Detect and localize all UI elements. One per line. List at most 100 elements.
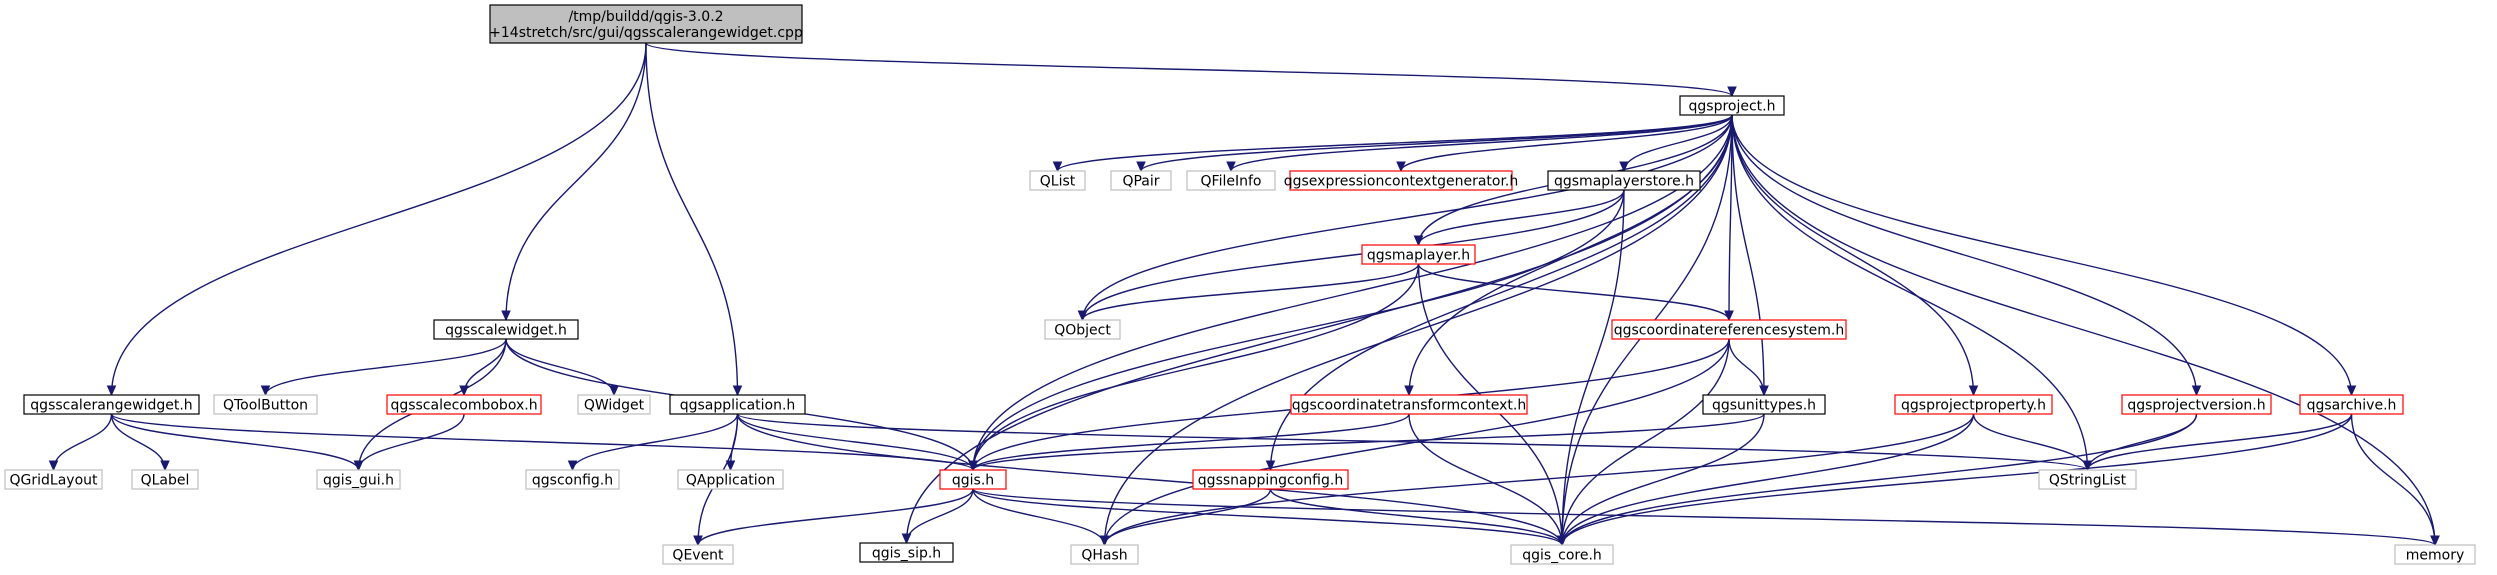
arrowhead-unittypes-to-qgish — [968, 460, 978, 472]
node-qpair: QPair — [1110, 170, 1172, 191]
edge-application-to-qgsconfig — [571, 413, 739, 471]
node-scalewidget[interactable]: qgsscalewidget.h — [433, 319, 579, 340]
edge-application-to-qgiscore — [736, 413, 1563, 546]
edge-maplayer-to-qobject — [1081, 263, 1420, 321]
node-qlabel: QLabel — [131, 469, 199, 490]
edge-maplayerstore-to-qobject — [1081, 189, 1625, 321]
edge-maplayerstore-to-qgish — [972, 189, 1625, 471]
edge-snapping-to-qgiscore — [1269, 488, 1563, 546]
node-snapping[interactable]: qgssnappingconfig.h — [1192, 469, 1349, 490]
node-box-snapping — [1192, 469, 1349, 490]
edge-layer — [48, 42, 2440, 547]
node-archive[interactable]: qgsarchive.h — [2299, 394, 2404, 415]
edge-project-to-projprop — [1731, 114, 1975, 396]
edge-project-to-qlist — [1056, 114, 1733, 172]
edge-project-to-archive — [1731, 114, 2353, 396]
node-label-qgridlayout: QGridLayout — [10, 473, 99, 489]
node-maplayerstore[interactable]: qgsmaplayerstore.h — [1547, 170, 1701, 191]
node-box-qgsconfig — [525, 469, 620, 490]
node-label-snapping: qgssnappingconfig.h — [1198, 473, 1343, 489]
arrowhead-application-to-qgsconfig — [567, 460, 578, 472]
arrowhead-project-to-projprop — [1968, 385, 1979, 397]
node-qgish[interactable]: qgis.h — [939, 469, 1007, 490]
node-qevent: QEvent — [662, 544, 734, 565]
arrowhead-project-to-qlist — [1052, 161, 1063, 173]
node-project[interactable]: qgsproject.h — [1679, 95, 1785, 116]
arrowhead-maplayer-to-crs — [1724, 310, 1734, 322]
node-box-qapplication — [677, 469, 784, 490]
edge-application-to-qgish — [736, 413, 974, 471]
edge-qgish-to-qevent — [697, 488, 974, 546]
arrowhead-archive-to-qstringlist — [2082, 460, 2093, 472]
node-transformctx[interactable]: qgscoordinatetransformcontext.h — [1290, 394, 1528, 415]
node-label-project: qgsproject.h — [1689, 99, 1776, 115]
node-maplayer[interactable]: qgsmaplayer.h — [1361, 244, 1476, 265]
node-label-qgsconfig: qgsconfig.h — [532, 473, 613, 489]
arrowhead-qgish-to-gissip — [901, 533, 912, 545]
node-label-qobject: QObject — [1054, 323, 1111, 339]
node-box-crs — [1611, 319, 1847, 340]
edge-crs-to-unittypes — [1728, 338, 1765, 396]
edge-crs-to-qgiscore — [1561, 338, 1730, 546]
edge-maplayer-to-qgish — [972, 263, 1420, 471]
edge-projver-to-qstringlist — [2086, 413, 2198, 471]
node-label-gissip: qgis_sip.h — [872, 546, 941, 562]
node-qhash: QHash — [1070, 544, 1139, 565]
node-box-exprctx — [1289, 170, 1513, 191]
node-label-memory: memory — [2406, 548, 2465, 564]
edge-projver-to-qgiscore — [1561, 413, 2198, 546]
node-application[interactable]: qgsapplication.h — [669, 394, 806, 415]
node-label-unittypes: qgsunittypes.h — [1712, 398, 1816, 414]
edge-qgish-to-qhash — [972, 488, 1106, 546]
node-exprctx[interactable]: qgsexpressioncontextgenerator.h — [1284, 170, 1519, 191]
edge-project-to-qfileinfo — [1230, 114, 1733, 172]
node-box-qlist — [1029, 170, 1086, 191]
edge-scalerange-to-qgridlayout — [52, 413, 113, 471]
edge-archive-to-qgiscore — [1561, 413, 2353, 546]
edge-archive-to-qstringlist — [2086, 413, 2353, 471]
node-projver[interactable]: qgsprojectversion.h — [2121, 394, 2272, 415]
edge-project-to-qgish — [972, 114, 1733, 471]
node-scalecombo[interactable]: qgsscalecombobox.h — [386, 394, 542, 415]
arrowhead-application-to-qapplication — [725, 460, 736, 472]
node-crs[interactable]: qgscoordinatereferencesystem.h — [1611, 319, 1847, 340]
arrowhead-root-to-scalerange — [106, 385, 117, 397]
arrowhead-qgish-to-memory — [2430, 535, 2440, 547]
edge-projprop-to-qgiscore — [1561, 413, 1975, 546]
edge-qgish-to-memory — [972, 488, 2436, 546]
node-label-qpair: QPair — [1122, 174, 1159, 190]
arrowhead-scalerange-to-qgridlayout — [48, 460, 59, 472]
node-root[interactable]: /tmp/buildd/qgis-3.0.2+14stretch/src/gui… — [489, 4, 803, 44]
edge-transformctx-to-qgish — [972, 413, 1410, 471]
node-qstringlist: QStringList — [2038, 469, 2137, 490]
node-projprop[interactable]: qgsprojectproperty.h — [1894, 394, 2053, 415]
node-box-qobject — [1044, 319, 1121, 340]
node-box-memory — [2394, 544, 2476, 565]
node-label-qstringlist: QStringList — [2049, 473, 2127, 489]
node-unittypes[interactable]: qgsunittypes.h — [1702, 394, 1826, 415]
node-box-projprop — [1894, 394, 2053, 415]
edge-project-to-projver — [1731, 114, 2198, 396]
edge-crs-to-qhash — [1103, 338, 1730, 546]
node-label-qgisgui: qgis_gui.h — [323, 473, 394, 489]
edge-project-to-gissip — [905, 114, 1733, 544]
node-box-qtoolbutton — [213, 394, 318, 415]
edge-unittypes-to-qgiscore — [1561, 413, 1765, 546]
node-label-scalewidget: qgsscalewidget.h — [445, 323, 567, 339]
arrowhead-project-to-maplayerstore — [1619, 161, 1629, 173]
node-label-projver: qgsprojectversion.h — [2127, 398, 2265, 414]
node-box-qfileinfo — [1186, 170, 1276, 191]
node-scalerange[interactable]: qgsscalerangewidget.h — [23, 394, 200, 415]
node-qlist: QList — [1029, 170, 1086, 191]
edge-snapping-to-qhash — [1103, 488, 1272, 546]
node-box-maplayerstore — [1547, 170, 1701, 191]
node-box-qwidget — [577, 394, 651, 415]
node-gissip[interactable]: qgis_sip.h — [859, 542, 954, 563]
node-box-qlabel — [131, 469, 199, 490]
node-memory: memory — [2394, 544, 2476, 565]
edge-root-to-project — [645, 42, 1733, 97]
edge-root-to-scalerange — [110, 42, 647, 396]
node-box-unittypes — [1702, 394, 1826, 415]
node-label-transformctx: qgscoordinatetransformcontext.h — [1292, 398, 1526, 414]
arrowhead-project-to-qfileinfo — [1226, 161, 1236, 173]
